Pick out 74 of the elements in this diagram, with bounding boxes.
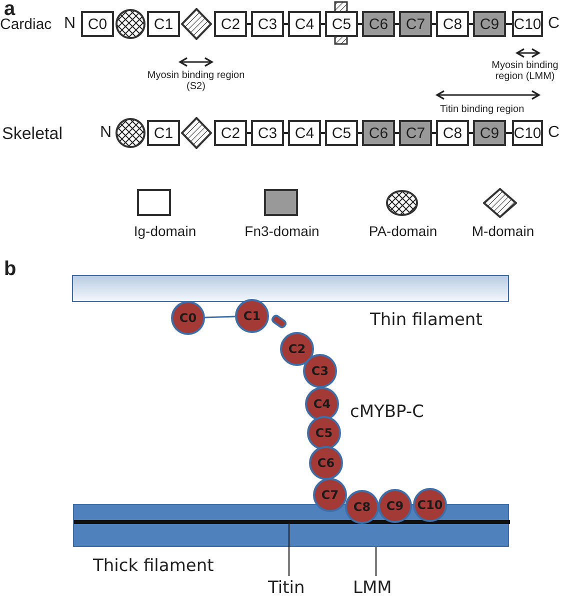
region-label: Titin binding region [440, 104, 524, 115]
domain-box: C7 [399, 120, 432, 146]
structure-label: cMYBP-C [350, 402, 424, 422]
domain-box: C7 [399, 11, 432, 37]
linker-line [358, 132, 362, 134]
domain-circle: C10 [413, 488, 447, 522]
domain-circle: C2 [280, 332, 314, 366]
domain-box: C2 [214, 11, 247, 37]
linker-line [506, 23, 512, 25]
domain-box: C2 [214, 120, 247, 146]
linker-line [432, 23, 436, 25]
m-domain-diamond [181, 117, 212, 149]
terminus-label: N [64, 15, 76, 33]
linker-line [321, 23, 325, 25]
leader-label: LMM [353, 578, 392, 598]
domain-box: C8 [436, 11, 469, 37]
domain-circle: C6 [309, 446, 343, 480]
linker-line [204, 316, 236, 318]
domain-circle: C3 [303, 354, 337, 388]
domain-box: C5 [325, 11, 358, 37]
linker-line [469, 132, 473, 134]
domain-box: C4 [288, 120, 321, 146]
domain-box: C3 [251, 11, 284, 37]
leader-label: Titin [268, 578, 305, 598]
domain-box: C10 [512, 120, 543, 146]
domain-box: C0 [81, 11, 114, 37]
leader-line [375, 547, 377, 576]
domain-box: C8 [436, 120, 469, 146]
linker-line [358, 23, 362, 25]
domain-box: C1 [147, 120, 180, 146]
terminus-label: C [548, 15, 560, 33]
m-domain-diamond [181, 8, 212, 40]
legend-label: M-domain [470, 223, 536, 239]
legend-label: PA-domain [368, 223, 438, 239]
legend-label: Fn3-domain [244, 223, 320, 239]
region-label: Myosin binding region (S2) [146, 70, 246, 92]
domain-box: C1 [147, 11, 180, 37]
domain-box: C5 [325, 120, 358, 146]
structure-label: Thin filament [370, 310, 482, 330]
linker-line [469, 23, 473, 25]
legend-label: Ig-domain [132, 223, 198, 239]
region-label: Myosin binding region (LMM) [490, 60, 560, 82]
pa-domain-ellipse [115, 9, 146, 39]
row-label: Skeletal [2, 124, 62, 144]
domain-box: C9 [473, 120, 506, 146]
domain-circle: C1 [235, 299, 269, 333]
domain-circle: C0 [171, 301, 205, 335]
terminus-label: N [100, 124, 112, 142]
linker-line [247, 23, 251, 25]
linker-line [284, 132, 288, 134]
linker-line [321, 132, 325, 134]
domain-box: C10 [512, 11, 543, 37]
domain-circle: C7 [313, 478, 347, 512]
pa-domain-ellipse [115, 118, 146, 148]
structure-label: Thick filament [93, 556, 214, 576]
domain-circle: C9 [378, 489, 412, 523]
linker-line [432, 132, 436, 134]
linker-line [395, 23, 399, 25]
linker-line [506, 132, 512, 134]
domain-box: C6 [362, 11, 395, 37]
terminus-label: C [548, 124, 560, 142]
domain-circle: C5 [307, 416, 341, 450]
domain-circle: C4 [305, 387, 339, 421]
linker-line [395, 132, 399, 134]
titin-strand [74, 520, 510, 524]
panel-letter: b [4, 258, 16, 281]
linker-line [284, 23, 288, 25]
leader-line [288, 523, 290, 576]
domain-box: C6 [362, 120, 395, 146]
domain-box: C4 [288, 11, 321, 37]
domain-box: C9 [473, 11, 506, 37]
thin-filament [72, 275, 509, 302]
linker-line [247, 132, 251, 134]
domain-box: C3 [251, 120, 284, 146]
